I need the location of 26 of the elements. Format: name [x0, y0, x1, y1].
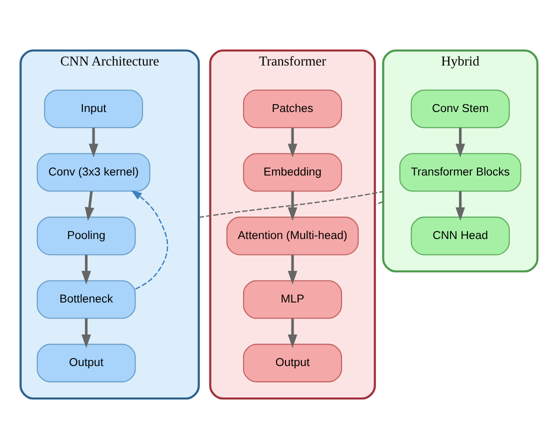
arrow — [131, 190, 168, 290]
node-box: Conv Stem — [410, 89, 510, 128]
arrow — [456, 127, 466, 157]
arrow — [82, 254, 91, 284]
arrow — [288, 318, 298, 348]
node-box: Embedding — [243, 152, 342, 192]
connector — [374, 200, 384, 205]
arrow — [456, 190, 466, 220]
arrow — [82, 318, 91, 348]
arrow — [288, 190, 298, 220]
node-box: Input — [44, 89, 144, 128]
node-box: Transformer Blocks — [399, 152, 522, 192]
arrow — [84, 190, 94, 220]
connector — [198, 190, 384, 218]
node-box: CNN Head — [410, 216, 510, 255]
node-box: Bottleneck — [36, 280, 136, 318]
arrow — [288, 127, 298, 157]
node-box: Pooling — [36, 216, 136, 255]
arrow — [88, 127, 98, 157]
node-box: Output — [36, 343, 136, 382]
node-box: Conv (3x3 kernel) — [36, 152, 150, 192]
node-box: Output — [243, 343, 342, 382]
arrow — [288, 254, 298, 284]
node-box: Attention (Multi-head) — [226, 216, 359, 255]
node-box: Patches — [243, 89, 342, 128]
node-box: MLP — [243, 280, 342, 318]
